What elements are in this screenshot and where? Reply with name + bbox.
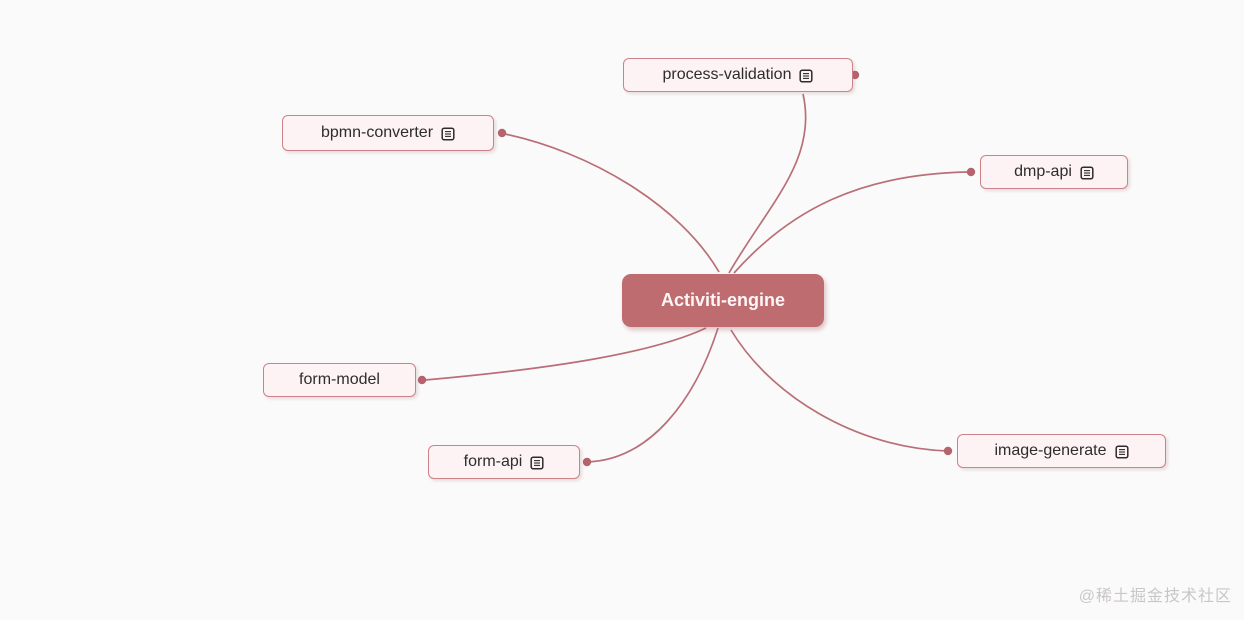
node-label: image-generate	[994, 442, 1107, 459]
mindmap-node-form-model[interactable]: form-model	[263, 363, 416, 397]
mindmap-root-node-activiti-engine[interactable]: Activiti-engine	[622, 274, 824, 327]
mindmap-node-process-validation[interactable]: process-validation	[623, 58, 853, 92]
connector-dot-dmp-api[interactable]	[966, 167, 976, 177]
node-label: bpmn-converter	[320, 124, 434, 141]
notes-icon	[1080, 165, 1094, 180]
connector-dot-bpmn-converter[interactable]	[497, 128, 507, 138]
mindmap-node-dmp-api[interactable]: dmp-api	[980, 155, 1128, 189]
notes-icon	[799, 68, 814, 83]
edge-root-to-form-api	[586, 327, 719, 463]
edge-root-to-dmp-api	[733, 171, 969, 274]
mindmap-node-form-api[interactable]: form-api	[428, 445, 580, 479]
connector-dot-form-model[interactable]	[417, 375, 427, 385]
node-label: dmp-api	[1014, 163, 1072, 180]
root-node-label: Activiti-engine	[660, 290, 785, 310]
node-label: form-model	[299, 371, 380, 388]
node-label: process-validation	[662, 66, 792, 83]
edge-root-to-image-generate	[730, 329, 949, 452]
watermark: @稀土掘金技术社区	[1078, 588, 1232, 605]
notes-icon	[1114, 444, 1129, 459]
mindmap-node-image-generate[interactable]: image-generate	[957, 434, 1166, 468]
mindmap-node-bpmn-converter[interactable]: bpmn-converter	[282, 115, 494, 151]
node-label: form-api	[463, 453, 523, 470]
edge-root-to-form-model	[424, 327, 707, 381]
connector-dot-form-api[interactable]	[582, 457, 592, 467]
connector-dot-image-generate[interactable]	[943, 446, 953, 456]
notes-icon	[441, 126, 455, 141]
edge-root-to-bpmn-converter	[504, 133, 720, 273]
notes-icon	[530, 455, 544, 470]
edge-root-to-process-validation	[728, 93, 807, 274]
